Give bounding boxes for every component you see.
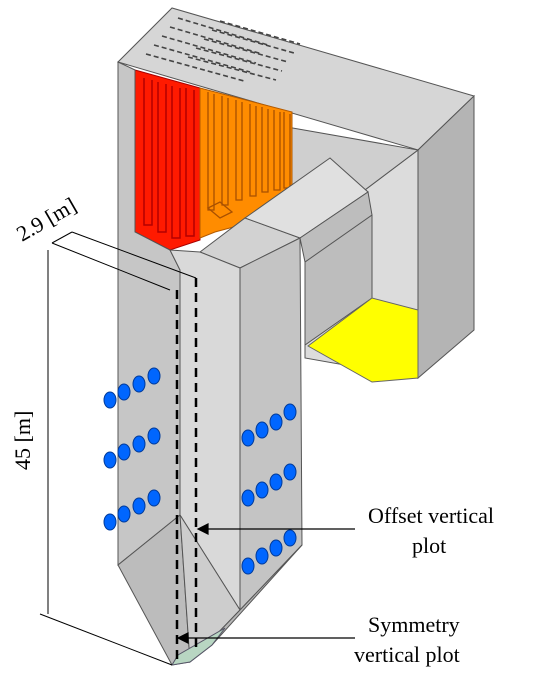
- burners-right: [241, 403, 297, 575]
- superheater-hot: [134, 69, 201, 251]
- symmetry-label-line1: Symmetry: [368, 612, 460, 637]
- symmetry-label-line2: vertical plot: [354, 642, 460, 667]
- rear-pass-side: [417, 94, 475, 380]
- outlet-yellow: [307, 297, 419, 383]
- offset-label-line1: Offset vertical: [368, 503, 494, 528]
- nose-right: [299, 191, 373, 263]
- callout-arrows: [176, 523, 355, 644]
- dimension-lines: [39, 231, 197, 666]
- roof-slots: [145, 17, 301, 82]
- offset-label-line2: plot: [412, 533, 446, 558]
- width-dimension-label: 2.9 [m]: [12, 192, 81, 246]
- height-dimension-label: 45 [m]: [10, 411, 35, 470]
- burners-left: [103, 367, 161, 531]
